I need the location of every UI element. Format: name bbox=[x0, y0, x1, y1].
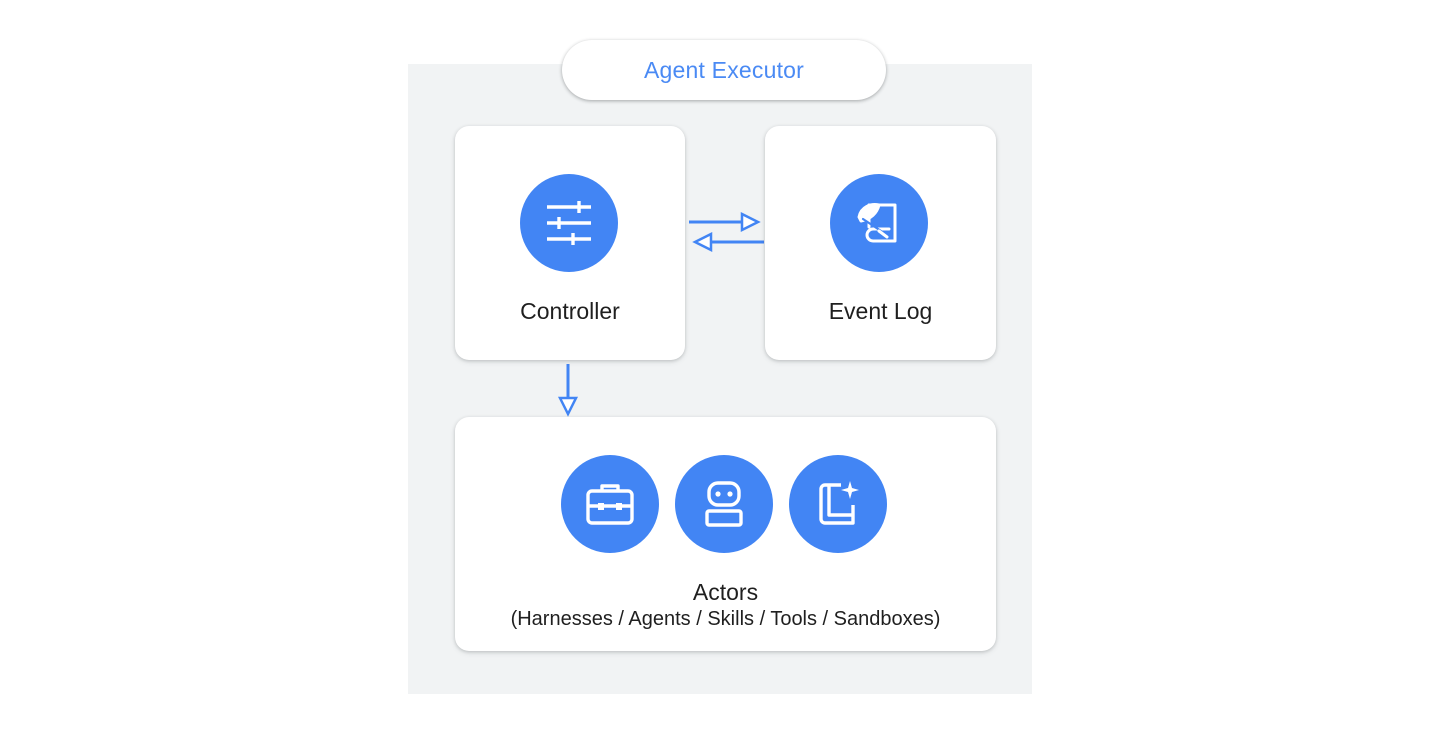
event-log-label: Event Log bbox=[828, 298, 933, 324]
controller-label: Controller bbox=[520, 298, 620, 324]
book-sparkle-icon bbox=[789, 455, 887, 553]
arrowhead-down bbox=[557, 396, 579, 417]
arrowhead-left bbox=[692, 231, 713, 253]
toolbox-icon bbox=[561, 455, 659, 553]
robot-icon bbox=[675, 455, 773, 553]
event-log-card: Event Log bbox=[765, 126, 996, 360]
actors-label: Actors bbox=[692, 579, 759, 605]
agent-executor-title: Agent Executor bbox=[562, 40, 886, 100]
controller-card: Controller bbox=[455, 126, 685, 360]
arrowhead-right bbox=[740, 211, 761, 233]
tune-sliders-icon bbox=[520, 174, 618, 272]
actors-sublabel: (Harnesses / Agents / Skills / Tools / S… bbox=[510, 608, 941, 630]
actors-card: Actors (Harnesses / Agents / Skills / To… bbox=[455, 417, 996, 651]
scroll-quill-icon bbox=[830, 174, 928, 272]
